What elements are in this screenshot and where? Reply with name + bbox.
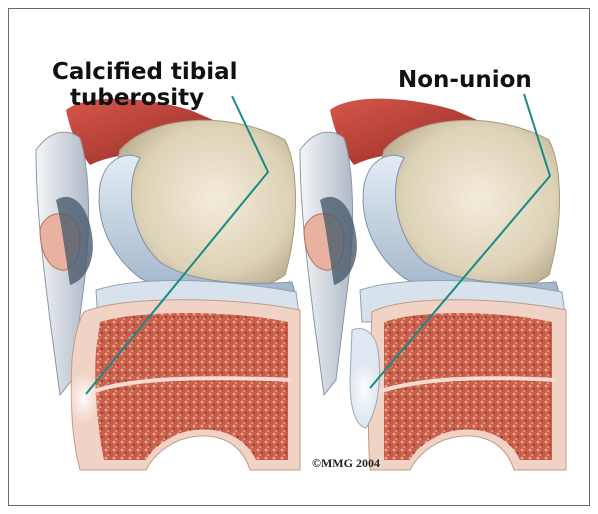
copyright-notice: ©MMG 2004 [312, 456, 380, 471]
left-knee-panel [36, 96, 300, 470]
calcified-tuberosity-highlight [68, 372, 100, 424]
right-knee-panel [300, 94, 566, 470]
label-calcified-tibial-line1: Calcified tibial [52, 58, 238, 86]
label-non-union: Non-union [398, 66, 532, 94]
tibia-marrow-right [384, 313, 552, 460]
tibia-marrow-left [95, 313, 288, 460]
non-union-highlight [350, 360, 378, 420]
label-calcified-tibial-line2: tuberosity [70, 84, 204, 112]
